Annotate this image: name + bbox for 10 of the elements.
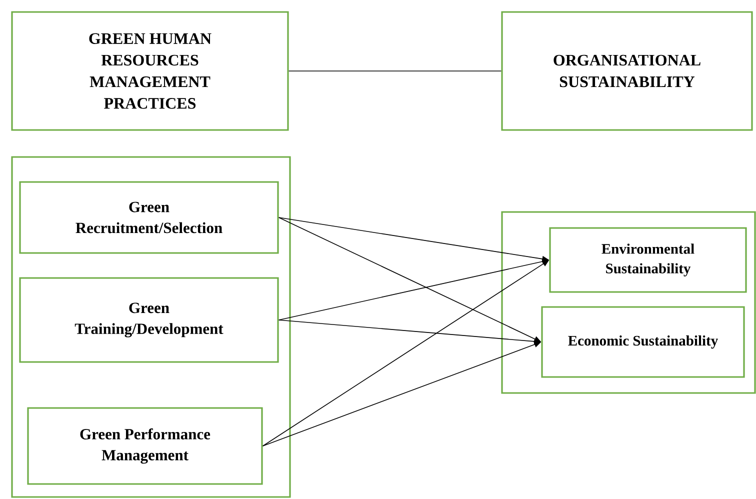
connector-line [288, 70, 502, 72]
heading-box: GREEN HUMAN RESOURCES MANAGEMENT PRACTICES [11, 11, 289, 131]
heading-box: ORGANISATIONAL SUSTAINABILITY [501, 11, 753, 131]
factor-box: Green Training/Development [19, 277, 279, 363]
factor-box: Environmental Sustainability [549, 227, 747, 293]
group-box [11, 156, 291, 498]
group-box [501, 211, 756, 394]
factor-box: Economic Sustainability [541, 306, 745, 378]
factor-box: Green Recruitment/Selection [19, 181, 279, 254]
factor-box: Green Performance Management [27, 407, 263, 485]
